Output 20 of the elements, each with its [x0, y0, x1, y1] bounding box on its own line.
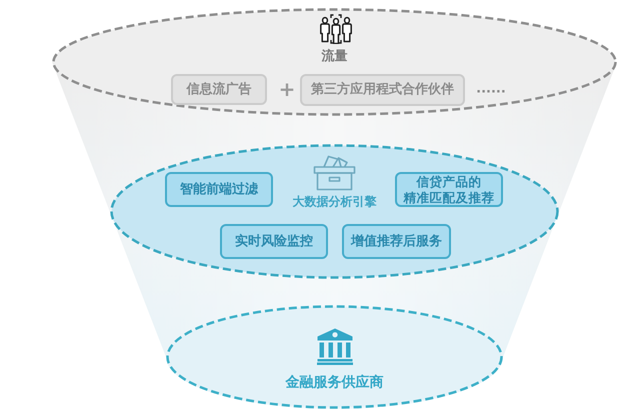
feature-label: 第三方应用程式合作伙伴 — [311, 82, 454, 98]
feature-label: 信息流广告 — [186, 82, 252, 98]
dashed-ellipse — [52, 8, 617, 116]
feature-label: 智能前端过滤 — [180, 182, 258, 198]
feature-box — [395, 172, 503, 207]
dashed-ellipse — [166, 305, 503, 409]
feature-label: 实时风险监控 — [235, 234, 313, 250]
feature-box — [171, 74, 267, 105]
dashed-ellipse — [110, 144, 559, 279]
feature-label: 增值推荐后服务 — [351, 234, 442, 250]
feature-box — [342, 224, 451, 259]
feature-label: 信贷产品的精准匹配及推荐 — [404, 174, 494, 206]
tier-heading: 金融服务供应商 — [286, 374, 384, 392]
feature-box — [220, 224, 328, 259]
tier-heading: 大数据分析引擎 — [292, 194, 376, 210]
feature-box — [165, 172, 273, 207]
feature-box — [300, 74, 465, 106]
plus-sign: + — [278, 79, 296, 99]
tier-heading: 流量 — [322, 48, 348, 66]
ellipsis-dots: ...... — [476, 82, 506, 96]
